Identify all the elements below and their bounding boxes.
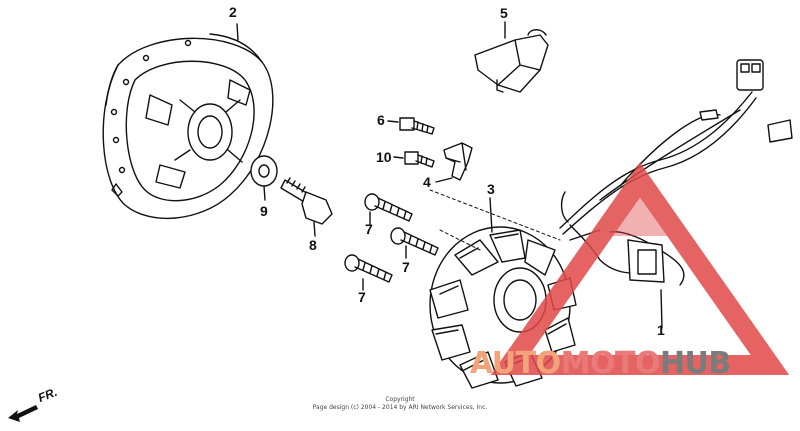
copyright-line-1: Copyright bbox=[385, 396, 415, 403]
logo-part-hub: HUB bbox=[659, 346, 731, 381]
logo-part-auto: AUTO bbox=[470, 346, 561, 381]
washer-part-9 bbox=[250, 155, 278, 201]
flywheel-bolt-part-8 bbox=[280, 177, 333, 237]
copyright-line-2: Page design (c) 2004 - 2014 by ARI Netwo… bbox=[312, 404, 488, 411]
wire-harness-part-1 bbox=[559, 59, 793, 329]
callout-3: 3 bbox=[487, 181, 495, 197]
callout-7-lower: 7 bbox=[358, 289, 366, 305]
screw-part-6 bbox=[387, 117, 435, 135]
front-direction-arrow bbox=[8, 405, 38, 422]
callout-7-upper: 7 bbox=[365, 221, 373, 237]
watermark-triangle bbox=[490, 162, 790, 375]
callout-5: 5 bbox=[500, 5, 508, 21]
copyright-notice: Copyright Page design (c) 2004 - 2014 by… bbox=[300, 396, 500, 412]
callout-8: 8 bbox=[309, 237, 317, 253]
screw-part-7-upper bbox=[364, 193, 413, 225]
callout-4: 4 bbox=[423, 174, 431, 190]
callout-10: 10 bbox=[376, 149, 392, 165]
automotohub-logo: AUTOMOTOHUB bbox=[470, 349, 731, 379]
screw-part-10 bbox=[393, 151, 435, 168]
callout-1: 1 bbox=[657, 322, 665, 338]
flywheel-part-2 bbox=[102, 23, 274, 220]
screw-part-7-middle bbox=[390, 227, 439, 259]
bracket-part-5 bbox=[474, 21, 549, 93]
callout-7-middle: 7 bbox=[402, 259, 410, 275]
callout-2: 2 bbox=[229, 4, 237, 20]
callout-9: 9 bbox=[260, 203, 268, 219]
callout-6: 6 bbox=[377, 112, 385, 128]
logo-part-moto: MOTO bbox=[560, 346, 661, 381]
clip-part-4 bbox=[435, 142, 473, 183]
screw-part-7-lower bbox=[344, 254, 393, 291]
